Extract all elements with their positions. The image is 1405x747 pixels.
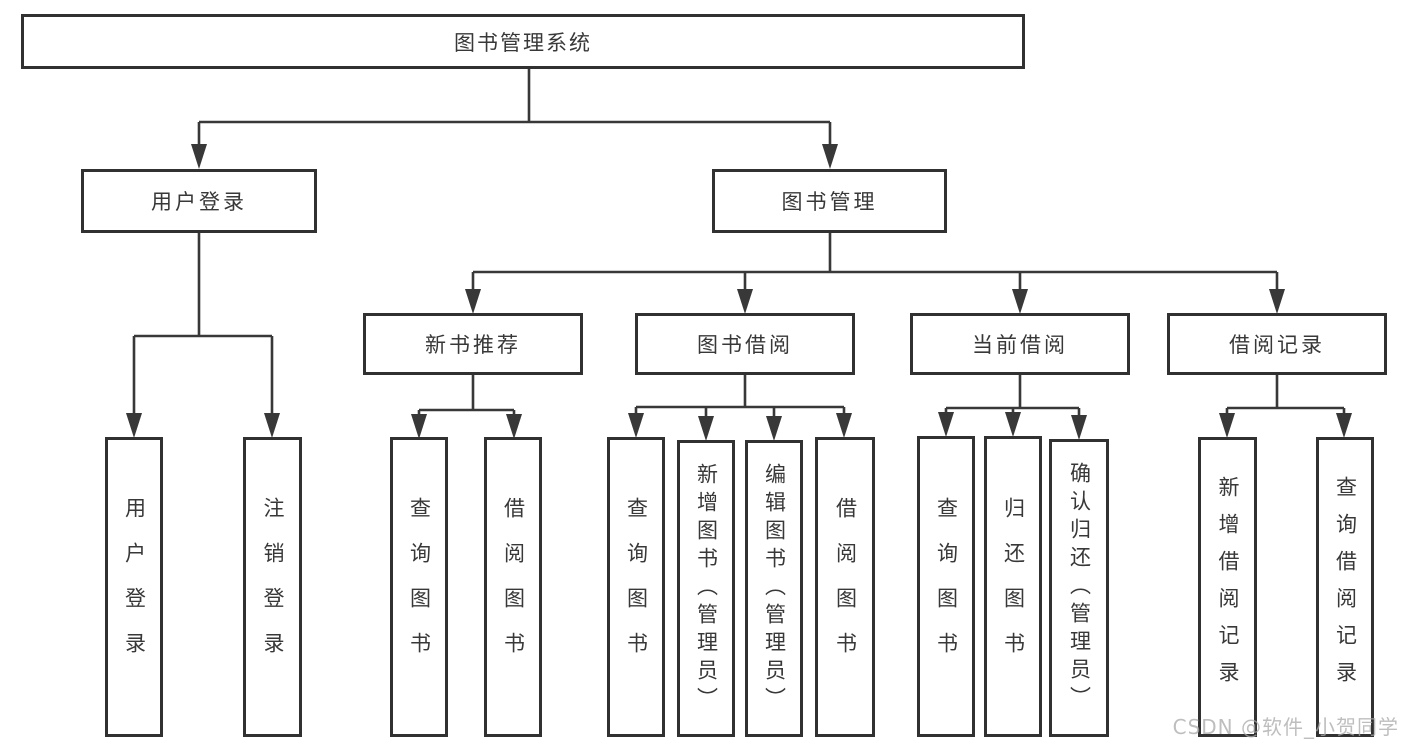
leaf-borrow-query-books: 查询图书 — [607, 437, 665, 737]
node-current-borrow: 当前借阅 — [910, 313, 1130, 375]
leaf-borrow-borrow-books-label: 借阅图书 — [833, 497, 858, 677]
leaf-current-query-books: 查询图书 — [917, 436, 975, 737]
leaf-edit-book-admin: 编辑图书（管理员） — [745, 440, 803, 737]
leaf-newbook-borrow-books: 借阅图书 — [484, 437, 542, 737]
leaf-query-borrow-record-label: 查询借阅记录 — [1333, 476, 1358, 698]
leaf-query-borrow-record: 查询借阅记录 — [1316, 437, 1374, 737]
leaf-newbook-borrow-books-label: 借阅图书 — [501, 497, 526, 677]
leaf-return-books: 归还图书 — [984, 436, 1042, 737]
leaf-newbook-query-books-label: 查询图书 — [407, 497, 432, 677]
node-user-login: 用户登录 — [81, 169, 317, 233]
leaf-add-borrow-record: 新增借阅记录 — [1198, 437, 1257, 737]
csdn-watermark: CSDN @软件_小贺同学 — [1172, 715, 1399, 739]
leaf-confirm-return-admin-label: 确认归还（管理员） — [1067, 462, 1092, 714]
leaf-newbook-query-books: 查询图书 — [390, 437, 448, 737]
leaf-logout: 注销登录 — [243, 437, 302, 737]
leaf-user-login-label: 用户登录 — [122, 497, 147, 677]
leaf-user-login: 用户登录 — [105, 437, 163, 737]
leaf-add-borrow-record-label: 新增借阅记录 — [1216, 476, 1240, 698]
leaf-borrow-borrow-books: 借阅图书 — [815, 437, 875, 737]
leaf-current-query-books-label: 查询图书 — [934, 496, 959, 677]
leaf-borrow-query-books-label: 查询图书 — [624, 497, 649, 677]
leaf-add-book-admin: 新增图书（管理员） — [677, 440, 735, 737]
leaf-add-book-admin-label: 新增图书（管理员） — [694, 462, 719, 715]
leaf-edit-book-admin-label: 编辑图书（管理员） — [762, 462, 787, 715]
leaf-return-books-label: 归还图书 — [1001, 496, 1026, 677]
leaf-logout-label: 注销登录 — [261, 497, 285, 677]
node-book-borrow: 图书借阅 — [635, 313, 855, 375]
node-library-management-system: 图书管理系统 — [21, 14, 1025, 69]
leaf-confirm-return-admin: 确认归还（管理员） — [1049, 439, 1109, 737]
node-new-book-recommend: 新书推荐 — [363, 313, 583, 375]
node-book-management: 图书管理 — [712, 169, 947, 233]
node-borrow-record: 借阅记录 — [1167, 313, 1387, 375]
